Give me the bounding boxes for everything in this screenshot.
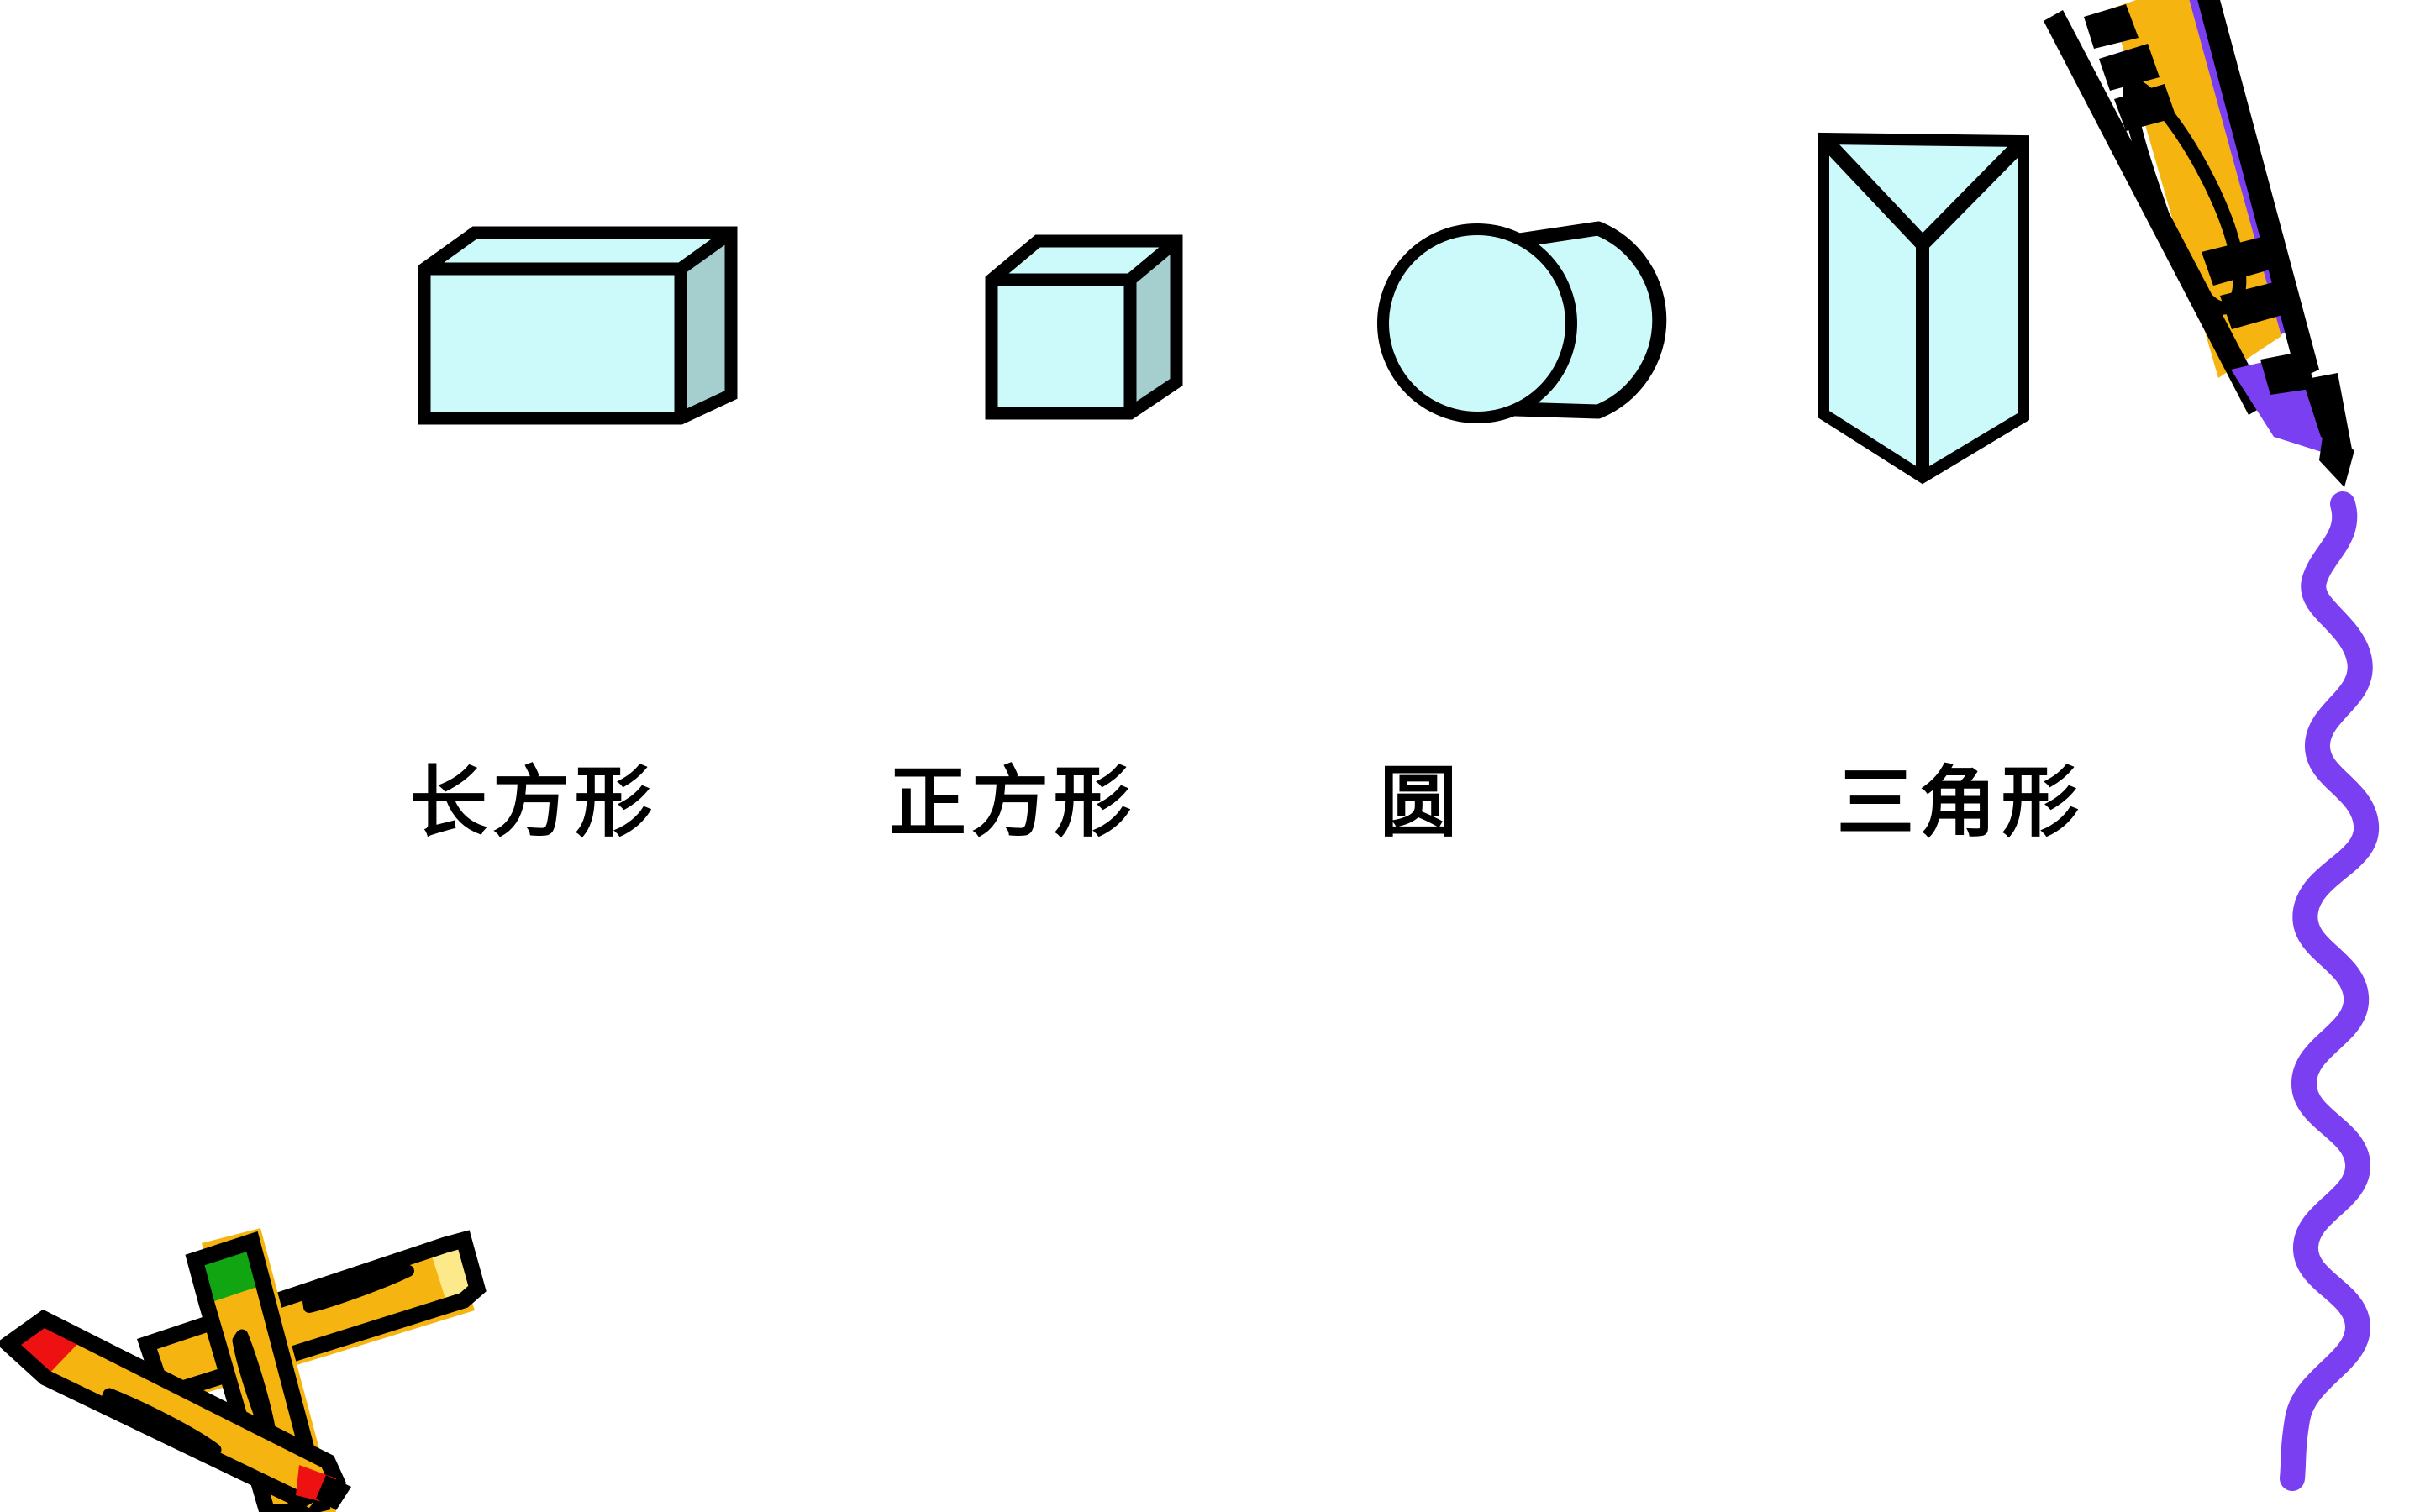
crayon-stripe-2 <box>2099 44 2160 91</box>
cube-inner-edges <box>992 236 1181 413</box>
squiggle-line-icon <box>2280 491 2380 1491</box>
crossed-pencils-icon <box>0 1228 487 1512</box>
cuboid-inner-edges <box>424 227 735 418</box>
shape-label-circle: 圆 <box>1380 760 1463 846</box>
crayon-icon <box>2044 0 2354 487</box>
pencil-red <box>0 1309 351 1510</box>
crayon-tip-notch-2 <box>2302 373 2353 454</box>
crayon-stripe-1 <box>2084 4 2139 49</box>
pencil-red-grain <box>99 1388 222 1457</box>
cube-top-face <box>992 241 1176 280</box>
shape-cube[interactable] <box>985 234 1183 420</box>
shape-triangular-prism[interactable] <box>1818 132 2029 485</box>
pencil-h-grain <box>301 1264 414 1313</box>
pencil-red-lead <box>316 1475 351 1510</box>
pencil-green-outline <box>185 1231 331 1512</box>
pencil-red-body <box>8 1319 328 1500</box>
prism-top-v-edges <box>1818 133 2029 255</box>
cuboid-outline <box>418 226 738 425</box>
shape-label-rectangle: 长方形 <box>410 760 658 846</box>
cuboid-side-face <box>681 233 731 418</box>
cuboid-top-face <box>424 233 731 269</box>
shape-label-triangle: 三角形 <box>1837 760 2085 846</box>
crayon-stripe-5 <box>2220 279 2297 329</box>
crayon-tip-point <box>2319 437 2354 487</box>
cube-side-face <box>1130 241 1176 413</box>
shape-cylinder[interactable] <box>1377 221 1667 423</box>
prism-top-face <box>1823 139 2023 244</box>
cuboid-front-face <box>424 269 681 418</box>
shape-cuboid[interactable] <box>418 226 738 425</box>
cube-front-face <box>992 280 1130 413</box>
crayon-stripe-4 <box>2202 235 2279 286</box>
cube-outline <box>985 234 1183 420</box>
prism-outline <box>1818 132 2029 485</box>
crayon-tip-notch-1 <box>2260 351 2316 395</box>
cylinder-front-face <box>1377 223 1577 423</box>
shape-label-square: 正方形 <box>889 760 1137 846</box>
crayon-tip <box>2231 353 2340 458</box>
